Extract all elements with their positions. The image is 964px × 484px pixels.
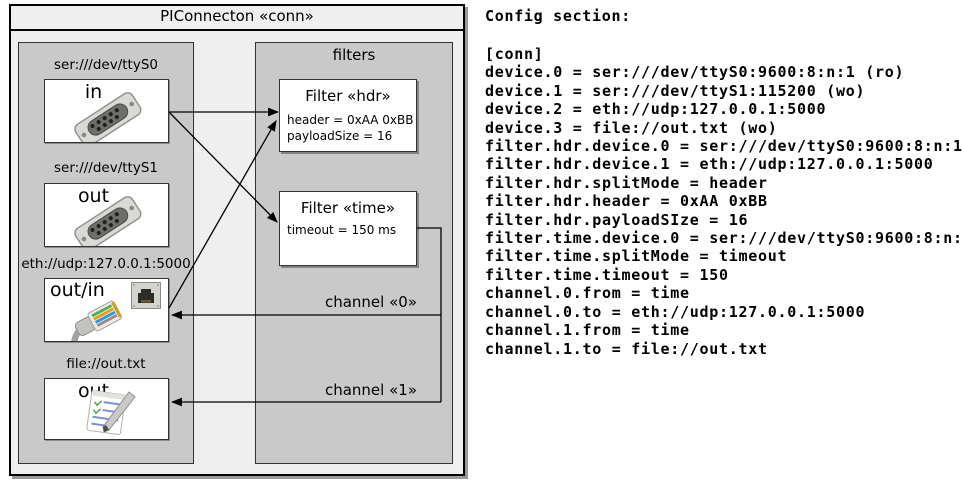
filter-property: payloadSize = 16	[287, 128, 393, 143]
config-line: channel.0.from = time	[485, 284, 690, 303]
device-uri-label: eth://udp:127.0.0.1:5000	[21, 256, 191, 272]
config-line: filter.hdr.header = 0xAA 0xBB	[485, 192, 768, 211]
filter-title: Filter «time»	[300, 199, 396, 217]
device-uri-label: file://out.txt	[66, 356, 146, 372]
config-line: filter.time.device.0 = ser:///dev/ttyS0:…	[485, 229, 964, 248]
config-heading: Config section:	[485, 7, 631, 25]
filter-property: header = 0xAA 0xBB	[287, 113, 414, 127]
filter-hdr-box: Filter «hdr» header = 0xAA 0xBB payloadS…	[279, 79, 417, 152]
serial-connector-icon	[74, 196, 142, 246]
channel-0-label: channel «0»	[324, 293, 417, 311]
config-line: filter.hdr.device.0 = ser:///dev/ttyS0:9…	[485, 137, 963, 156]
config-line: channel.1.from = time	[485, 321, 690, 340]
filter-properties: timeout = 150 ms	[287, 223, 412, 239]
device-box-ttyS1: out	[44, 183, 169, 247]
config-line: device.1 = ser:///dev/ttyS1:115200 (wo)	[485, 81, 866, 100]
device-uri-label: ser:///dev/ttyS0	[54, 57, 158, 73]
ethernet-port-icon	[131, 282, 161, 309]
filter-title: Filter «hdr»	[305, 87, 391, 105]
config-line: channel.0.to = eth://udp:127.0.0.1:5000	[485, 302, 866, 321]
notepad-pencil-icon	[86, 390, 136, 436]
filter-property: timeout = 150 ms	[287, 223, 397, 237]
config-line: filter.hdr.splitMode = header	[485, 173, 768, 192]
device-direction: out/in	[50, 279, 105, 301]
config-line: filter.time.timeout = 150	[485, 265, 729, 284]
device-box-file: out	[44, 378, 169, 440]
config-line: filter.hdr.payloadSIze = 16	[485, 210, 749, 229]
connector-title: PIConnecton «conn»	[160, 7, 314, 25]
config-lines: [conn] device.0 = ser:///dev/ttyS0:9600:…	[485, 45, 964, 358]
filters-panel-title: filters	[332, 46, 376, 64]
device-direction: in	[84, 81, 103, 103]
serial-connector-icon	[74, 92, 142, 142]
filter-properties: header = 0xAA 0xBB payloadSize = 16	[287, 113, 414, 144]
device-direction: out	[77, 185, 110, 207]
config-line: device.0 = ser:///dev/ttyS0:9600:8:n:1 (…	[485, 63, 905, 82]
ethernet-plug-icon	[71, 300, 122, 341]
device-uri-label: ser:///dev/ttyS1	[54, 160, 158, 176]
channel-1-label: channel «1»	[324, 381, 417, 399]
config-line: filter.time.splitMode = timeout	[485, 247, 788, 266]
filter-time-box: Filter «time» timeout = 150 ms	[279, 191, 417, 266]
config-section: Config section: [conn] device.0 = ser://…	[485, 7, 964, 358]
config-line: [conn]	[485, 45, 544, 63]
device-box-ttyS0: in	[44, 79, 169, 143]
config-line: device.3 = file://out.txt (wo)	[485, 118, 778, 137]
device-box-eth: out/in	[44, 278, 169, 342]
config-line: filter.hdr.device.1 = eth://udp:127.0.0.…	[485, 155, 934, 174]
config-line: channel.1.to = file://out.txt	[485, 339, 768, 358]
title-separator	[11, 29, 463, 31]
config-line: device.2 = eth://udp:127.0.0.1:5000	[485, 100, 827, 119]
